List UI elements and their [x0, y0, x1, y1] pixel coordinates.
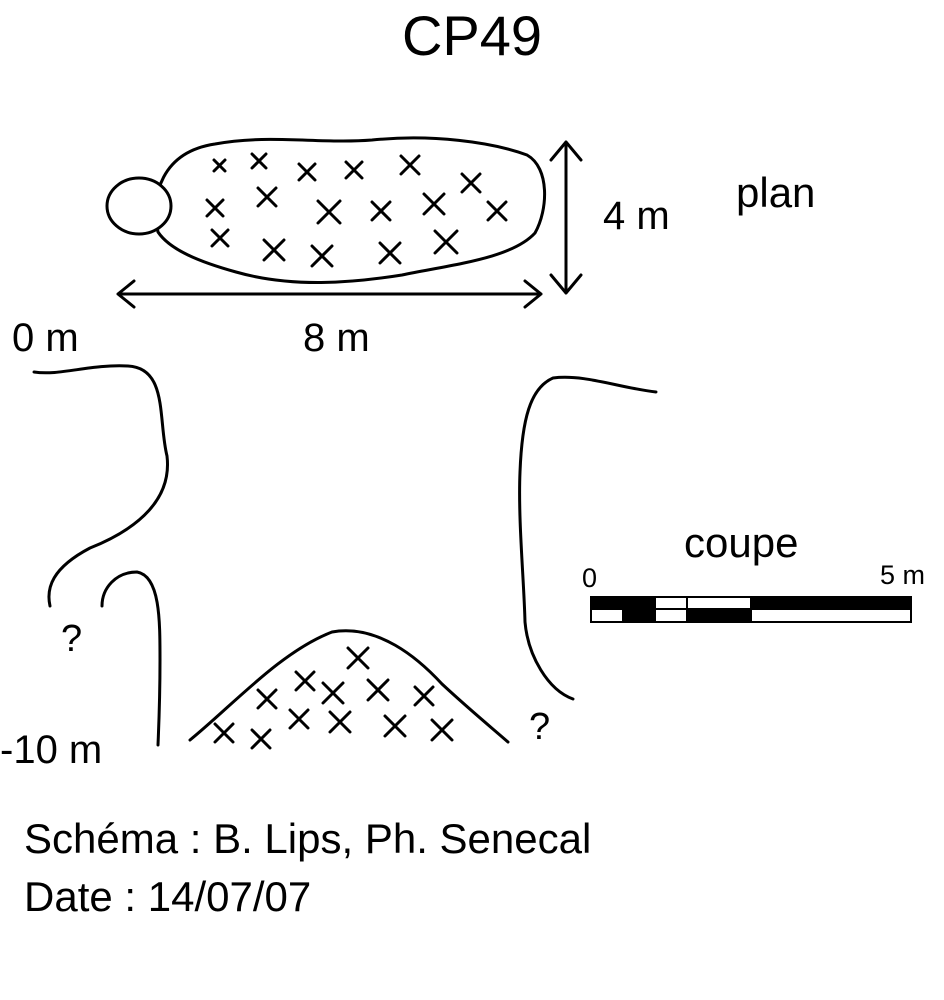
- plan-label: plan: [736, 169, 816, 216]
- plan-outline: [154, 136, 546, 284]
- width-arrow: [549, 140, 583, 295]
- depth-top-label: 0 m: [12, 316, 79, 360]
- section-debris-pattern: [213, 646, 454, 750]
- section-debris-cone: [188, 629, 510, 744]
- length-arrow: [116, 279, 543, 309]
- scale-max-label: 5 m: [880, 560, 926, 590]
- section-right-wall: [518, 375, 658, 701]
- credits-text: Schéma : B. Lips, Ph. Senecal: [24, 815, 592, 862]
- scale-min-label: 0: [582, 563, 598, 593]
- date-text: Date : 14/07/07: [24, 873, 312, 920]
- depth-bottom-label: -10 m: [0, 728, 103, 772]
- plan-length-label: 8 m: [303, 316, 370, 360]
- plan-width-label: 4 m: [603, 194, 670, 238]
- section-label: coupe: [684, 519, 799, 566]
- section-left-wall-upper: [32, 364, 169, 608]
- section-left-wall-lower: [100, 570, 162, 747]
- scale-bar: [590, 596, 912, 623]
- unknown-left-marker: ?: [61, 618, 83, 660]
- plan-small-chamber: [105, 176, 173, 236]
- diagram-title: CP49: [401, 4, 543, 67]
- plan-debris-pattern: [205, 152, 508, 268]
- unknown-right-marker: ?: [529, 706, 551, 748]
